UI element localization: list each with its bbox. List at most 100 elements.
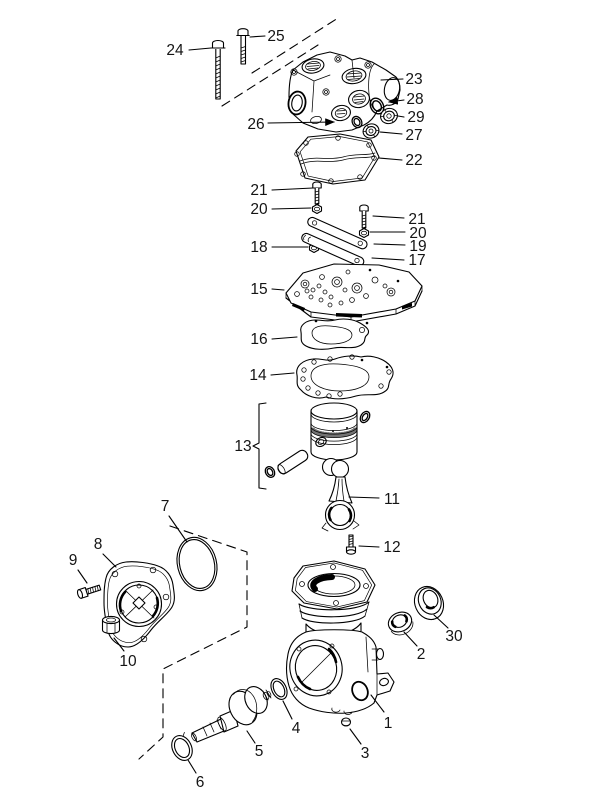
part-piston-assembly-13 bbox=[252, 402, 371, 490]
callout-20-right: 20 bbox=[369, 225, 427, 242]
callout-19: 19 bbox=[373, 238, 427, 255]
head-bolt-holes bbox=[290, 55, 372, 96]
assembly-guide-lines bbox=[138, 17, 339, 760]
callout-label: 29 bbox=[407, 109, 424, 126]
callout-label: 19 bbox=[409, 238, 426, 255]
callout-10: 10 bbox=[113, 637, 137, 670]
callout-label: 30 bbox=[445, 628, 463, 645]
part-cylinder-head-23 bbox=[287, 51, 401, 133]
callout-13: 13 bbox=[234, 438, 251, 455]
part-bolt-9 bbox=[76, 584, 102, 599]
valve-plate-holes bbox=[294, 269, 396, 308]
part-hex-bolt-25 bbox=[236, 28, 250, 65]
part-valve-spring-17 bbox=[301, 232, 365, 267]
part-seal-30 bbox=[413, 585, 445, 621]
part-rod-bolt-12 bbox=[345, 534, 357, 555]
callout-20-left: 20 bbox=[250, 201, 312, 218]
callout-22: 22 bbox=[378, 152, 423, 169]
gasket-22-holes bbox=[294, 135, 377, 184]
part-o-ring-26 bbox=[351, 115, 363, 129]
part-end-cover-8 bbox=[103, 561, 175, 648]
part-connecting-rod-11 bbox=[321, 457, 360, 532]
callout-label: 13 bbox=[234, 438, 251, 455]
callout-24: 24 bbox=[166, 42, 212, 59]
callout-label: 27 bbox=[405, 127, 422, 144]
part-plug-10 bbox=[101, 615, 121, 635]
callout-label: 2 bbox=[417, 646, 426, 663]
callout-label: 20 bbox=[409, 225, 427, 242]
head-boss-upper bbox=[348, 89, 370, 109]
callout-label: 18 bbox=[250, 239, 267, 256]
part-plug-3 bbox=[340, 717, 352, 727]
callout-11: 11 bbox=[348, 491, 400, 508]
callout-30: 30 bbox=[433, 614, 463, 645]
callout-25: 25 bbox=[249, 28, 285, 45]
part-valve-bolt-21-right bbox=[359, 204, 369, 229]
callout-label: 1 bbox=[384, 715, 393, 732]
callout-label: 10 bbox=[119, 653, 137, 670]
callout-label: 5 bbox=[255, 743, 264, 760]
callout-14: 14 bbox=[249, 367, 295, 384]
callout-label: 8 bbox=[94, 536, 103, 553]
callout-4: 4 bbox=[282, 700, 301, 737]
callout-15: 15 bbox=[250, 281, 285, 298]
wrist-pin bbox=[277, 449, 309, 475]
callout-label: 4 bbox=[292, 720, 301, 737]
callout-27: 27 bbox=[379, 127, 423, 144]
bracket-13 bbox=[252, 402, 267, 490]
callout-label: 16 bbox=[250, 331, 267, 348]
callout-label: 20 bbox=[250, 201, 268, 218]
callout-28: 28 bbox=[387, 91, 424, 108]
callout-label: 26 bbox=[247, 116, 264, 133]
head-port-left bbox=[287, 90, 307, 116]
callout-12: 12 bbox=[358, 539, 401, 556]
part-plug-29 bbox=[380, 107, 398, 125]
part-valve-spring-19 bbox=[307, 216, 368, 250]
part-plug-27 bbox=[362, 123, 380, 139]
callout-label: 6 bbox=[196, 774, 205, 791]
head-port-top-right bbox=[341, 67, 367, 85]
head-boss-lower bbox=[331, 104, 351, 122]
callout-label: 21 bbox=[250, 182, 267, 199]
callout-label: 23 bbox=[405, 71, 422, 88]
callout-label: 15 bbox=[250, 281, 267, 298]
part-gasket-16 bbox=[300, 318, 370, 350]
part-ring-4 bbox=[270, 678, 288, 700]
callout-3: 3 bbox=[349, 728, 370, 762]
callout-label: 17 bbox=[408, 252, 425, 269]
callout-5: 5 bbox=[246, 730, 264, 760]
gasket-14-holes bbox=[300, 354, 392, 399]
part-valve-bolt-21-left bbox=[312, 181, 322, 205]
callout-label: 28 bbox=[406, 91, 423, 108]
callout-17: 17 bbox=[371, 252, 426, 269]
part-crankshaft-5 bbox=[191, 686, 272, 743]
callout-label: 3 bbox=[361, 745, 370, 762]
part-hex-bolt-24 bbox=[210, 39, 226, 100]
callout-label: 25 bbox=[267, 28, 284, 45]
callout-label: 24 bbox=[166, 42, 184, 59]
callout-6: 6 bbox=[187, 759, 205, 791]
callout-18: 18 bbox=[250, 239, 309, 256]
part-crankcase-1 bbox=[286, 560, 395, 715]
callout-label: 11 bbox=[384, 491, 400, 508]
part-o-ring-7 bbox=[176, 536, 218, 592]
pin-o-ring bbox=[264, 466, 276, 478]
part-valve-plate-15 bbox=[285, 263, 423, 323]
callout-label: 14 bbox=[249, 367, 267, 384]
callout-1: 1 bbox=[370, 694, 393, 732]
head-port-top-left bbox=[301, 58, 325, 74]
crankcase-flange-holes bbox=[299, 564, 369, 606]
callout-21-right: 21 bbox=[372, 211, 426, 228]
callout-8: 8 bbox=[94, 536, 117, 568]
callout-9: 9 bbox=[69, 552, 88, 584]
callout-21-left: 21 bbox=[250, 182, 314, 199]
callout-23: 23 bbox=[380, 71, 423, 88]
callout-2: 2 bbox=[403, 631, 426, 663]
part-head-gasket-22 bbox=[294, 133, 380, 185]
callout-label: 9 bbox=[69, 552, 78, 569]
callout-7: 7 bbox=[161, 498, 188, 543]
callout-label: 7 bbox=[161, 498, 170, 515]
part-valve-nut-20-right bbox=[358, 227, 370, 239]
